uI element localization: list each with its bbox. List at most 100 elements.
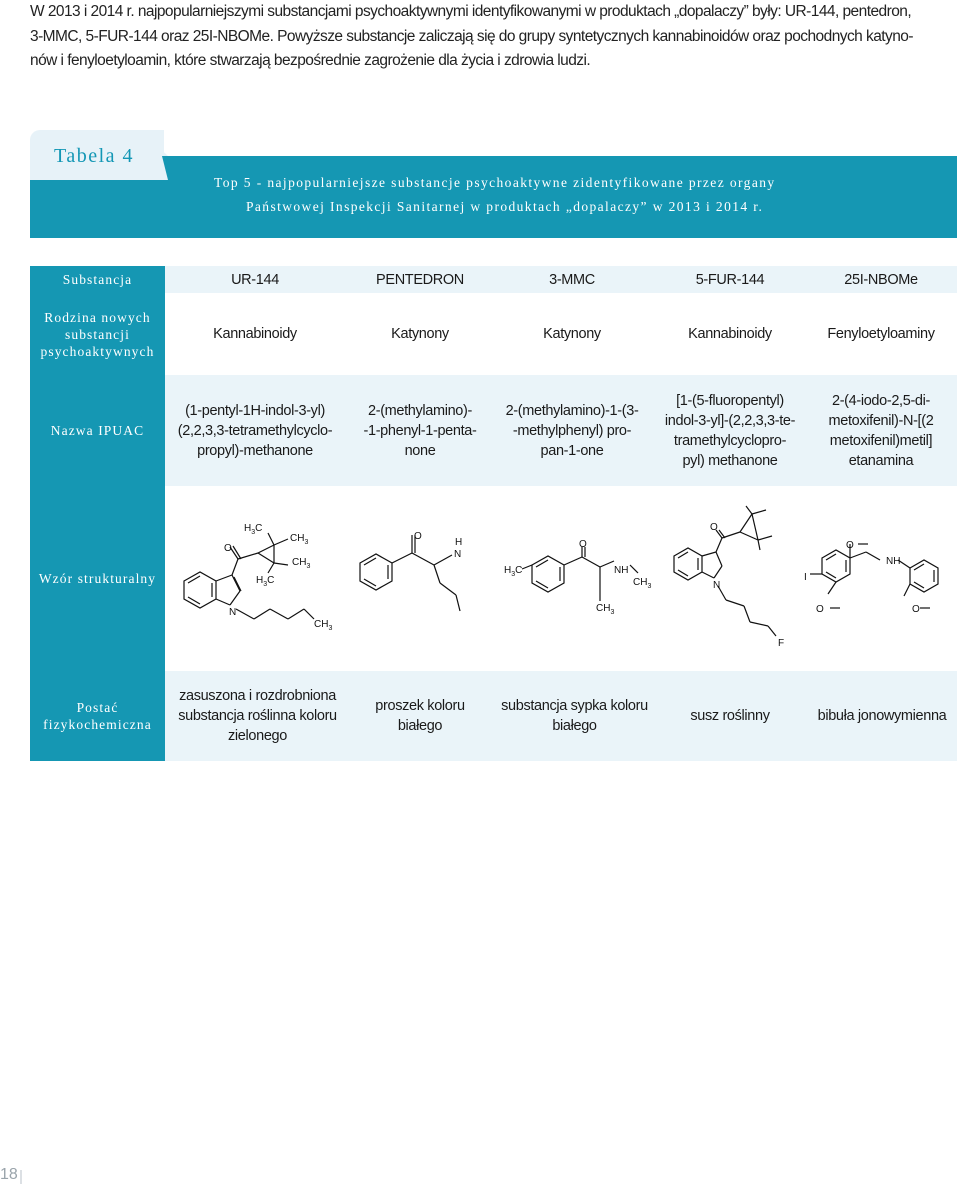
ipuac-line: [1-(5-fluoropentyl) bbox=[676, 392, 784, 409]
structure-5-fur-144: O N F bbox=[660, 500, 810, 650]
row-header-wzor-text: Wzór strukturalny bbox=[38, 571, 157, 586]
atom-label: CH3 bbox=[290, 533, 308, 546]
substance-name: 3-MMC bbox=[549, 271, 595, 288]
structure-ur-144-svg: O N H3C CH3 CH3 H3C CH3 bbox=[183, 523, 332, 632]
atom-label: N bbox=[229, 607, 236, 618]
substance-name: PENTEDRON bbox=[376, 271, 464, 288]
atom-label: O bbox=[224, 543, 232, 554]
substance-form: proszek koloru białego bbox=[345, 671, 495, 761]
structure-3-mmc: O NH H3C CH3 CH3 bbox=[500, 525, 651, 620]
substance-ipuac: (1-pentyl-1H-indol-3-yl) (2,2,3,3-tetram… bbox=[165, 375, 345, 486]
ipuac-line: pyl) methanone bbox=[682, 452, 778, 469]
atom-label: N bbox=[713, 580, 720, 591]
atom-label: O bbox=[846, 540, 854, 551]
atom-label: N bbox=[454, 549, 461, 560]
row-header-ipuac-text: Nazwa IPUAC bbox=[50, 423, 145, 438]
table-caption-line-1: Top 5 - najpopularniejsze substancje psy… bbox=[214, 175, 776, 190]
row-header-postac: Postać fizykochemiczna bbox=[30, 671, 165, 761]
table-caption-banner bbox=[30, 156, 957, 238]
ipuac-line: 2-(methylamino)- bbox=[368, 402, 472, 419]
ipuac-line: -1-phenyl-1-penta- bbox=[363, 422, 477, 439]
substance-family: Katynony bbox=[391, 326, 449, 342]
row-header-rodzina: Rodzina nowych substancji psychoaktywnyc… bbox=[30, 293, 165, 375]
atom-label: H3C bbox=[504, 565, 522, 578]
atom-label: O bbox=[414, 531, 422, 542]
ipuac-line: propyl)-methanone bbox=[197, 442, 313, 459]
atom-label: NH bbox=[614, 565, 628, 576]
substance-name: UR-144 bbox=[231, 271, 279, 288]
row-header-rodzina-line: Rodzina nowych bbox=[44, 309, 151, 325]
page-number-marker bbox=[20, 1170, 22, 1184]
atom-label: O bbox=[710, 522, 718, 533]
substance-ipuac: 2-(4-iodo-2,5-di- metoxifenil)-N-[(2 met… bbox=[806, 375, 956, 486]
structure-5-fur-144-svg: O N F bbox=[673, 505, 784, 649]
atom-label: CH3 bbox=[596, 603, 614, 616]
atom-label: O bbox=[816, 604, 824, 615]
form-line: substancja sypka koloru bbox=[501, 698, 648, 714]
row-header-postac-line: Postać bbox=[76, 700, 119, 715]
atom-label: O bbox=[912, 604, 920, 615]
form-line: zasuszona i rozdrobniona bbox=[179, 688, 336, 704]
structure-ur-144: O N H3C CH3 CH3 H3C CH3 bbox=[170, 515, 345, 635]
substance-form: bibuła jonowymienna bbox=[806, 671, 958, 761]
ipuac-line: pan-1-one bbox=[540, 442, 604, 459]
atom-label: O bbox=[579, 539, 587, 550]
form-line: bibuła jonowymienna bbox=[817, 708, 947, 724]
ipuac-line: etanamina bbox=[848, 452, 914, 469]
substance-family: Kannabinoidy bbox=[213, 326, 297, 342]
row-header-rodzina-line: psychoaktywnych bbox=[40, 343, 155, 359]
row-header-postac-line: fizykochemiczna bbox=[43, 717, 152, 732]
substance-family: Kannabinoidy bbox=[688, 326, 772, 342]
substance-form: substancja sypka koloru białego bbox=[492, 671, 657, 761]
substance-ipuac: 2-(methylamino)- -1-phenyl-1-penta- none bbox=[340, 375, 500, 486]
atom-label: H3C bbox=[256, 575, 274, 588]
banner-tab-cutout bbox=[30, 156, 170, 180]
atom-label: CH3 bbox=[292, 557, 310, 570]
ipuac-line: metoxifenil)-N-[(2 bbox=[828, 412, 934, 429]
row-header-substancja: Substancja bbox=[30, 266, 165, 293]
atom-label: CH3 bbox=[633, 577, 651, 590]
table-label: Tabela 4 bbox=[54, 145, 135, 167]
form-line: zielonego bbox=[228, 728, 287, 744]
substance-family: Katynony bbox=[543, 326, 601, 342]
intro-line-3: nów i fenyloetyloamin, które stwarzają b… bbox=[30, 52, 591, 69]
substance-form: susz roślinny bbox=[655, 671, 805, 761]
substance-form: zasuszona i rozdrobniona substancja rośl… bbox=[165, 671, 350, 761]
structure-3-mmc-svg: O NH H3C CH3 CH3 bbox=[504, 539, 651, 616]
substance-family: Fenyloetyloaminy bbox=[827, 326, 935, 342]
page-number: 18 bbox=[0, 1166, 18, 1183]
ipuac-line: metoxifenil)metil] bbox=[829, 432, 933, 449]
row-ipuac-bg bbox=[165, 375, 957, 486]
substance-ipuac: 2-(methylamino)-1-(3- -methylphenyl) pro… bbox=[492, 375, 652, 486]
ipuac-line: indol-3-yl]-(2,2,3,3-te- bbox=[664, 412, 796, 429]
atom-label: H bbox=[455, 537, 462, 548]
row-header-postac-text: Postać fizykochemiczna bbox=[43, 699, 152, 733]
structure-25i-nbome-svg: I O NH O O bbox=[804, 540, 939, 615]
row-header-ipuac: Nazwa IPUAC bbox=[30, 375, 165, 486]
ipuac-line: 2-(methylamino)-1-(3- bbox=[505, 402, 639, 419]
row-header-rodzina-line: substancji bbox=[64, 326, 130, 342]
structure-25i-nbome: I O NH O O bbox=[800, 530, 958, 625]
row-substancja-bg bbox=[165, 266, 957, 293]
ipuac-line: 2-(4-iodo-2,5-di- bbox=[831, 392, 930, 409]
ipuac-line: -methylphenyl) pro- bbox=[512, 422, 632, 439]
form-line: susz roślinny bbox=[690, 708, 770, 724]
atom-label: CH3 bbox=[314, 619, 332, 632]
ipuac-line: none bbox=[404, 442, 436, 459]
atom-label: F bbox=[778, 638, 784, 649]
ipuac-line: (1-pentyl-1H-indol-3-yl) bbox=[185, 402, 325, 419]
substance-name: 25I-NBOMe bbox=[844, 271, 918, 288]
form-line: białego bbox=[552, 718, 597, 734]
substance-ipuac: [1-(5-fluoropentyl) indol-3-yl]-(2,2,3,3… bbox=[650, 375, 810, 486]
atom-label: NH bbox=[886, 556, 900, 567]
form-line: substancja roślinna koloru bbox=[178, 708, 337, 724]
row-postac-bg bbox=[165, 671, 957, 761]
intro-line-1: W 2013 i 2014 r. najpopularniejszymi sub… bbox=[30, 3, 912, 20]
atom-label: H3C bbox=[244, 523, 262, 536]
row-rodzina-bg bbox=[165, 293, 957, 375]
structure-pentedron-svg: O H N bbox=[359, 531, 462, 612]
row-header-rodzina-text: Rodzina nowych substancji psychoaktywnyc… bbox=[41, 309, 155, 360]
atom-label: I bbox=[804, 572, 807, 583]
structure-pentedron: O H N bbox=[352, 515, 492, 615]
intro-line-2: 3-MMC, 5-FUR-144 oraz 25I-NBOMe. Powyższ… bbox=[30, 27, 914, 45]
